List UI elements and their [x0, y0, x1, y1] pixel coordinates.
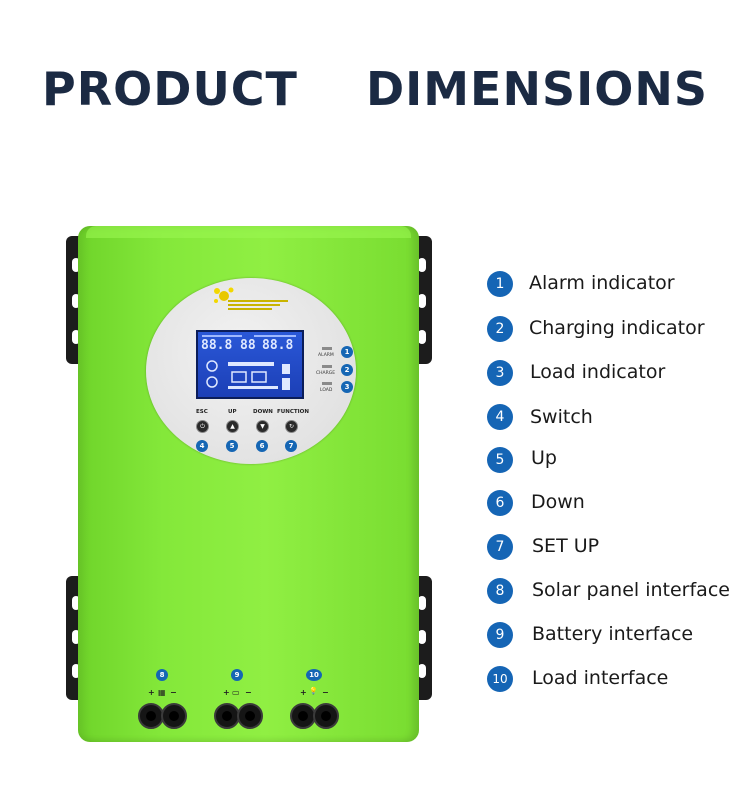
battery-port-badge: 9	[231, 669, 243, 681]
solar-panel-icon: ▦	[158, 688, 166, 697]
esc-button-label: ESC	[196, 409, 208, 415]
legend-label: Load indicator	[530, 361, 666, 383]
load-port-badge: 10	[306, 669, 322, 681]
function-button[interactable]: ↻	[285, 420, 298, 433]
lcd-status-icons	[206, 360, 290, 390]
arrow-down-icon: ▼	[260, 423, 265, 430]
legend-label: SET UP	[532, 535, 600, 557]
battery-icon: ▭	[232, 688, 240, 697]
legend-item: 9	[487, 621, 513, 649]
legend-number: 8	[487, 578, 513, 604]
legend-number: 2	[487, 316, 513, 342]
load-led-label: LOAD	[320, 388, 333, 393]
battery-port-plus: +	[223, 688, 230, 697]
power-icon: ⏻	[200, 423, 205, 430]
legend-item: 8	[487, 577, 513, 605]
battery-port-minus: −	[245, 688, 252, 697]
down-button[interactable]: ▼	[256, 420, 269, 433]
solar-terminal-negative	[161, 703, 187, 729]
refresh-icon: ↻	[288, 423, 295, 430]
lcd-display: 88.8 88 88.8	[196, 330, 304, 399]
legend-label: Battery interface	[532, 623, 694, 645]
down-button-label: DOWN	[253, 409, 273, 415]
legend-label: Switch	[530, 406, 593, 428]
arrow-up-icon: ▲	[230, 423, 235, 430]
legend-number: 4	[487, 404, 513, 430]
brand-logo-text	[228, 300, 288, 312]
load-led-badge: 3	[341, 381, 353, 393]
load-led	[322, 382, 332, 385]
load-terminal-negative	[313, 703, 339, 729]
legend-number: 1	[487, 271, 513, 297]
battery-terminal-negative	[237, 703, 263, 729]
esc-button[interactable]: ⏻	[196, 420, 209, 433]
function-button-label: FUNCTION	[277, 409, 309, 415]
up-button-badge: 5	[226, 440, 238, 452]
brand-logo-icon	[214, 287, 234, 303]
lcd-readout-mid: 88	[240, 338, 256, 353]
legend-number: 7	[487, 534, 513, 560]
legend-number: 10	[487, 666, 513, 692]
legend-item: 10	[487, 665, 513, 693]
up-button-label: UP	[228, 409, 237, 415]
down-button-badge: 6	[256, 440, 268, 452]
legend-item: 6	[487, 489, 513, 517]
alarm-led-label: ALARM	[318, 353, 334, 358]
legend-label: Up	[531, 447, 557, 469]
load-port-plus: +	[300, 688, 307, 697]
legend-number: 6	[487, 490, 513, 516]
legend-item: 5	[487, 446, 513, 474]
legend-label: Down	[531, 491, 585, 513]
lightbulb-icon: 💡	[309, 687, 318, 695]
charge-led-label: CHARGE	[316, 371, 336, 376]
solar-port-minus: −	[170, 688, 177, 697]
legend-item: 7	[487, 533, 513, 561]
solar-port-plus: +	[148, 688, 155, 697]
charge-led-badge: 2	[341, 364, 353, 376]
legend-number: 5	[487, 447, 513, 473]
lcd-readout-left: 88.8	[201, 338, 233, 353]
esc-button-badge: 4	[196, 440, 208, 452]
legend-number: 9	[487, 622, 513, 648]
legend-number: 3	[487, 360, 513, 386]
lcd-readout-right: 88.8	[262, 338, 294, 353]
solar-port-badge: 8	[156, 669, 168, 681]
alarm-led	[322, 347, 332, 350]
up-button[interactable]: ▲	[226, 420, 239, 433]
legend-item: 3	[487, 359, 513, 387]
legend-item: 4	[487, 403, 513, 431]
legend-label: Load interface	[532, 667, 669, 689]
charge-led	[322, 365, 332, 368]
load-port-minus: −	[322, 688, 329, 697]
legend-label: Alarm indicator	[529, 272, 675, 294]
function-button-badge: 7	[285, 440, 297, 452]
legend-label: Charging indicator	[529, 317, 705, 339]
page-title: PRODUCT DIMENSIONS	[42, 62, 708, 116]
alarm-led-badge: 1	[341, 346, 353, 358]
legend-label: Solar panel interface	[532, 579, 730, 601]
legend-item: 1	[487, 270, 513, 298]
legend-item: 2	[487, 315, 513, 343]
